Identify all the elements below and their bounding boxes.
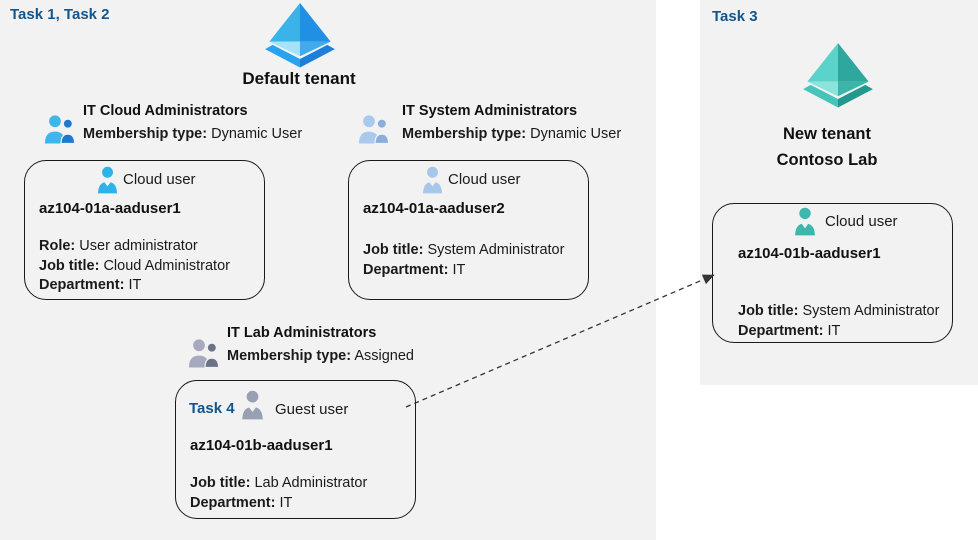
- group-icon: [44, 115, 76, 145]
- cloud-user-icon: [793, 207, 817, 236]
- new-tenant-icon: [803, 42, 873, 108]
- task-1-2-label: Task 1, Task 2: [10, 6, 110, 23]
- membership-type-label: Membership type:: [83, 126, 208, 142]
- group-cloud-admins-membership: Membership type: Dynamic User: [83, 126, 302, 142]
- user-card-guest: Task 4 Guest user az104-01b-aaduser1 Job…: [175, 380, 416, 519]
- attr-job-title: Job title: Lab Administrator: [190, 475, 368, 491]
- group-lab-admins-membership: Membership type: Assigned: [227, 348, 414, 364]
- attr-department: Department: IT: [39, 277, 142, 293]
- new-tenant-name-line1: New tenant: [782, 125, 871, 143]
- user-card-new-tenant: Cloud user az104-01b-aaduser1 Job title:…: [712, 203, 953, 343]
- group-system-admins-membership: Membership type: Dynamic User: [402, 126, 621, 142]
- guest-user-icon: [241, 390, 264, 420]
- attr-department: Department: IT: [190, 494, 293, 511]
- group-icon: [358, 115, 390, 145]
- default-tenant-panel: [0, 0, 656, 540]
- user-attributes: Job title: System Administrator Departme…: [363, 241, 564, 280]
- username: az104-01b-aaduser1: [190, 437, 333, 454]
- group-cloud-admins-name: IT Cloud Administrators: [83, 103, 248, 119]
- cloud-user-icon: [421, 166, 444, 194]
- user-attributes: Job title: System Administrator Departme…: [738, 302, 939, 341]
- membership-type-value: Assigned: [354, 348, 414, 364]
- username: az104-01a-aaduser2: [363, 200, 505, 217]
- card-type-label: Cloud user: [448, 171, 521, 188]
- attr-job-title: Job title: System Administrator: [363, 242, 565, 258]
- attr-job-title: Job title: System Administrator: [738, 303, 940, 319]
- username: az104-01a-aaduser1: [39, 200, 181, 217]
- user-attributes: Role: User administrator Job title: Clou…: [39, 237, 230, 296]
- user-card-cloud1: Cloud user az104-01a-aaduser1 Role: User…: [24, 160, 265, 300]
- attr-role: Role: User administrator: [39, 238, 198, 254]
- group-icon: [188, 339, 220, 369]
- membership-type-value: Dynamic User: [530, 126, 622, 142]
- user-attributes: Job title: Lab Administrator Department:…: [190, 474, 367, 513]
- membership-type-label: Membership type:: [402, 126, 527, 142]
- membership-type-value: Dynamic User: [211, 126, 303, 142]
- membership-type-label: Membership type:: [227, 348, 352, 364]
- card-type-label: Guest user: [275, 401, 349, 418]
- default-tenant-name: Default tenant: [242, 69, 356, 88]
- group-lab-admins-name: IT Lab Administrators: [227, 325, 377, 341]
- user-card-cloud2: Cloud user az104-01a-aaduser2 Job title:…: [348, 160, 589, 300]
- task-3-label: Task 3: [712, 8, 758, 25]
- azure-ad-tenant-icon: [265, 2, 335, 68]
- new-tenant-name-line2: Contoso Lab: [776, 151, 878, 169]
- card-type-label: Cloud user: [123, 171, 196, 188]
- username: az104-01b-aaduser1: [738, 245, 881, 262]
- attr-department: Department: IT: [363, 261, 466, 278]
- task-4-label: Task 4: [189, 400, 235, 417]
- attr-job-title: Job title: Cloud Administrator: [39, 257, 230, 274]
- cloud-user-icon: [96, 166, 119, 194]
- card-type-label: Cloud user: [825, 213, 898, 230]
- group-system-admins-name: IT System Administrators: [402, 103, 578, 119]
- attr-department: Department: IT: [738, 322, 841, 339]
